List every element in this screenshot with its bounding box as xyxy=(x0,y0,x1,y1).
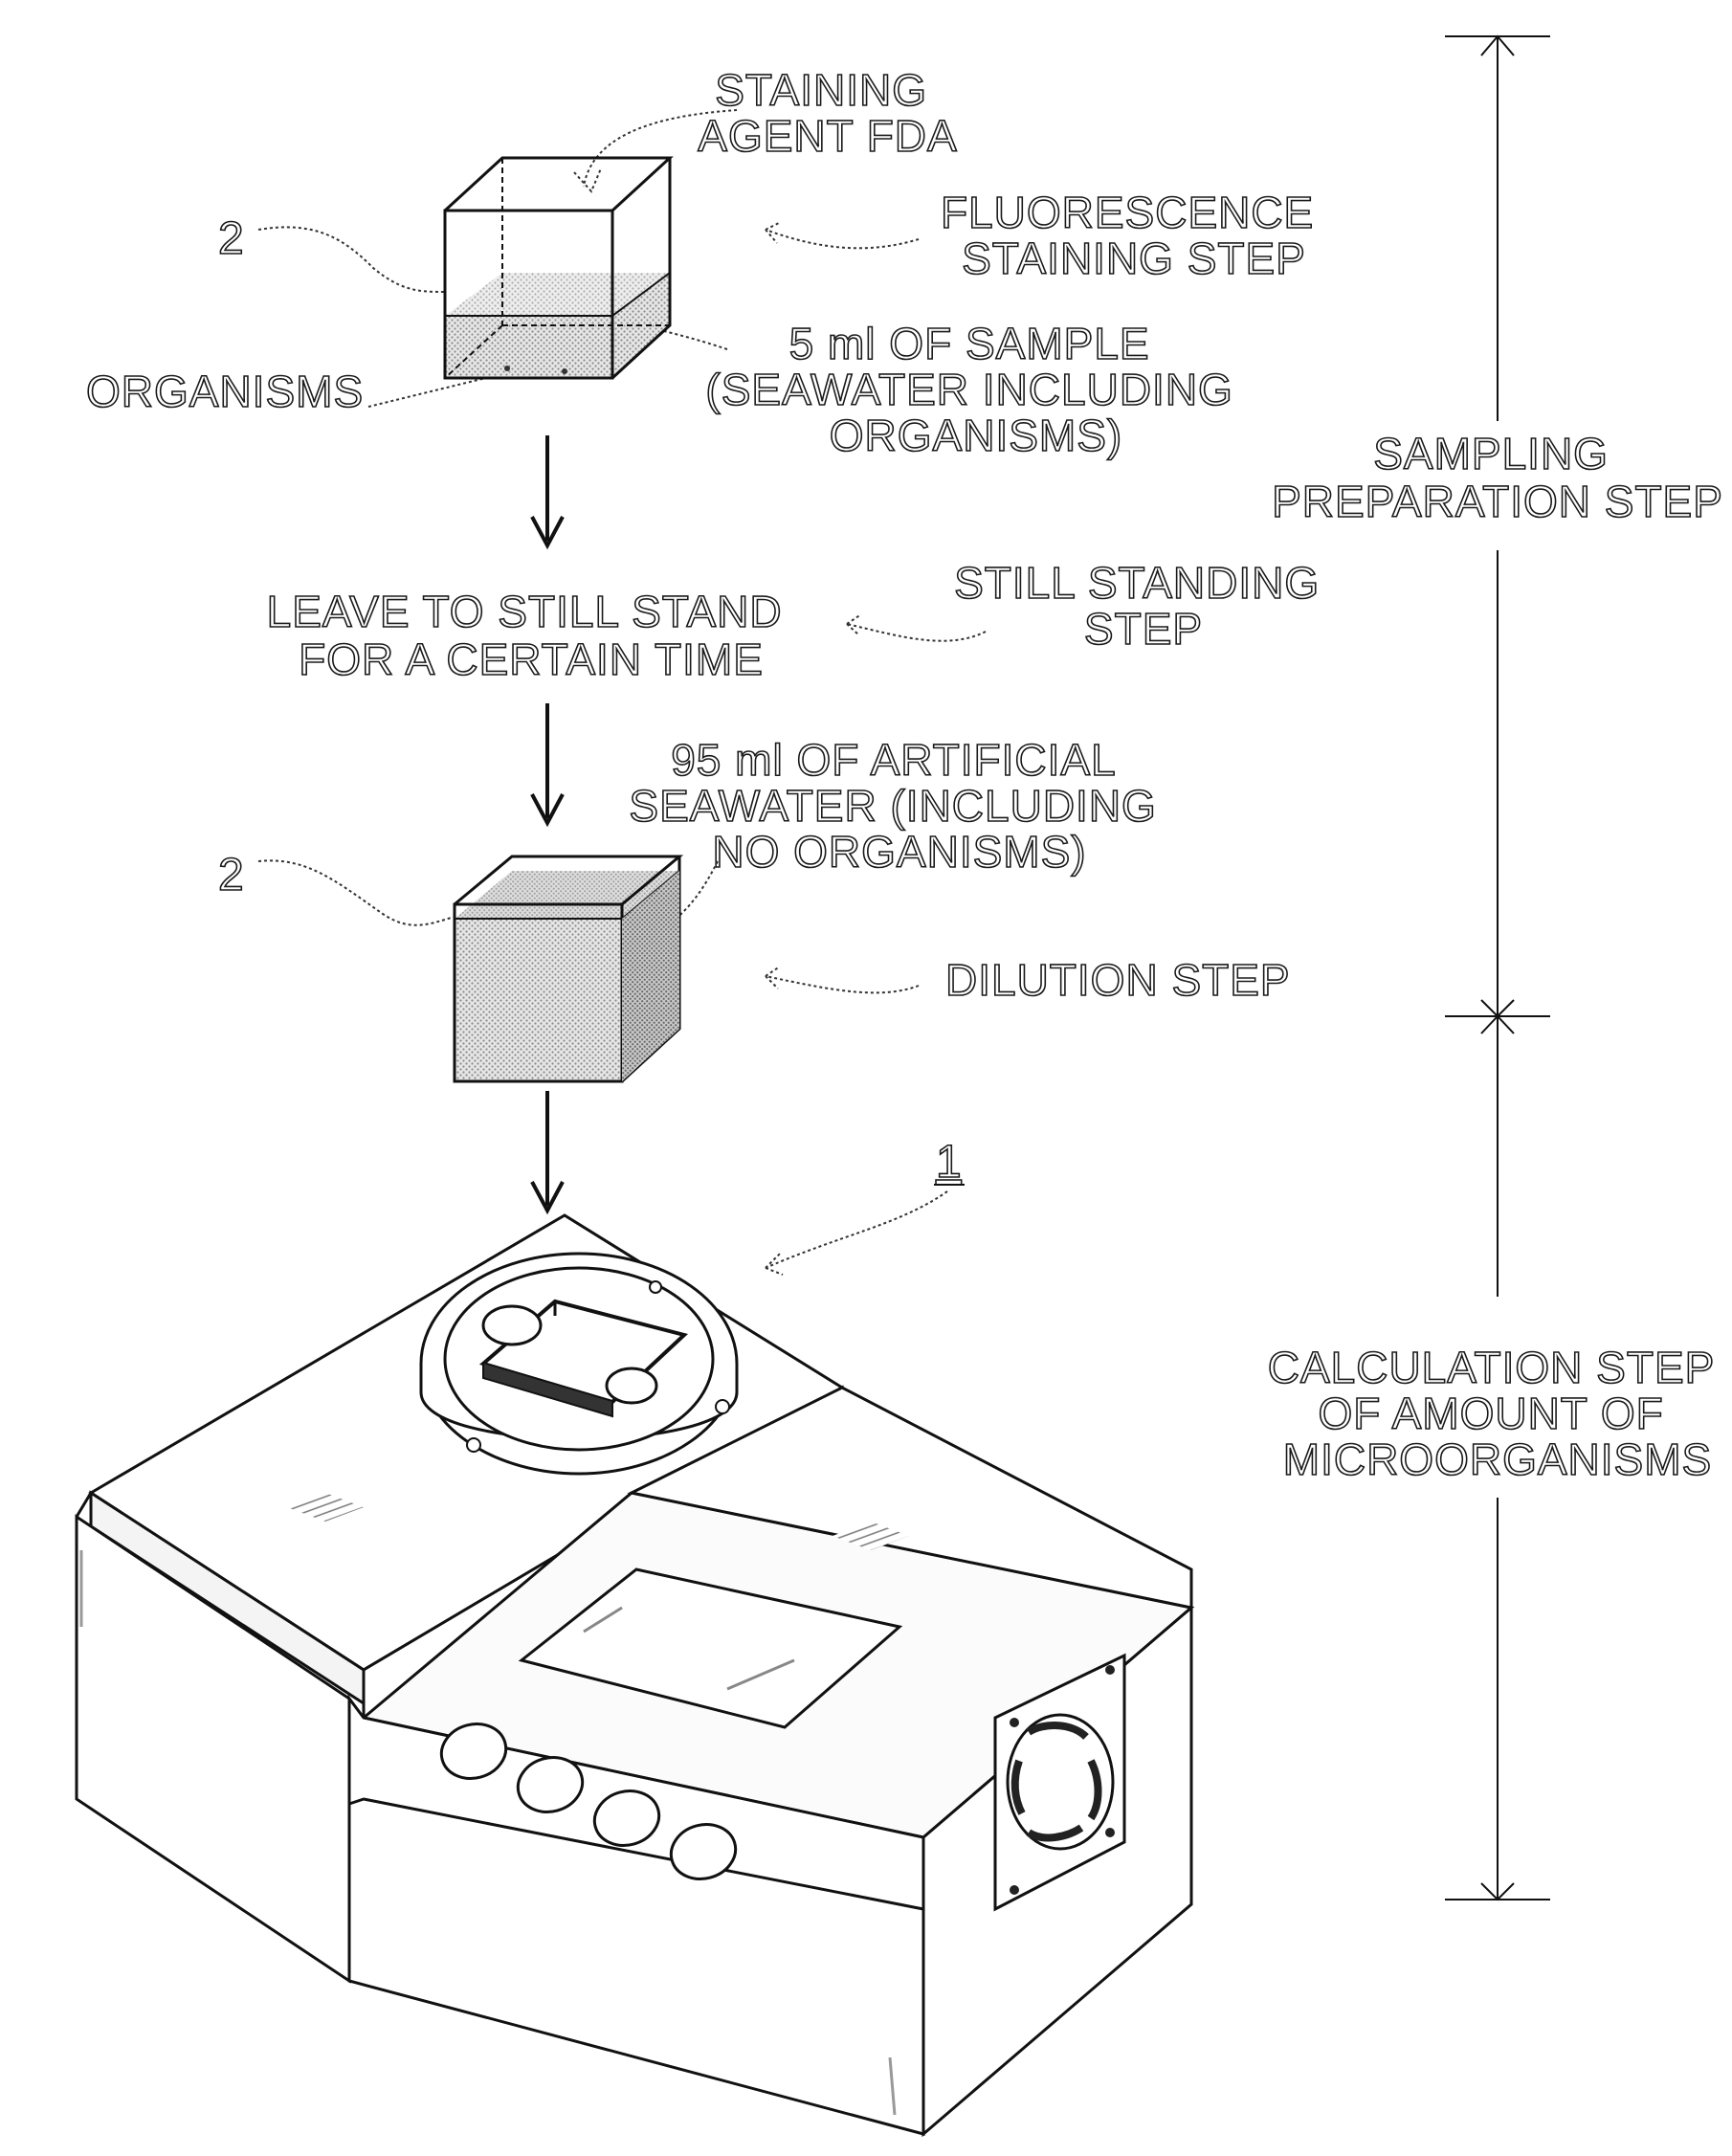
ref-numeral-container-top: 2 xyxy=(218,213,244,264)
measurement-device xyxy=(77,1215,1191,2134)
leave-still-label: LEAVE TO STILL STAND FOR A CERTAIN TIME xyxy=(267,587,796,684)
ref-numeral-device: 1 xyxy=(936,1137,962,1188)
calculation-step-label: CALCULATION STEP OF AMOUNT OF MICROORGAN… xyxy=(1268,1343,1728,1484)
organisms-label: ORGANISMS xyxy=(86,367,364,416)
artificial-seawater-label: 95 ml OF ARTIFICIAL SEAWATER (INCLUDING … xyxy=(629,735,1169,877)
dilution-step-label: DILUTION STEP xyxy=(945,955,1291,1005)
flow-arrows xyxy=(532,435,563,1211)
ref-numeral-container-bottom: 2 xyxy=(218,850,244,900)
still-standing-step-label: STILL STANDING STEP xyxy=(954,558,1333,654)
staining-container xyxy=(445,158,670,378)
sampling-preparation-label: SAMPLING PREPARATION STEP xyxy=(1272,429,1723,526)
staining-agent-label: STAINING AGENT FDA xyxy=(698,65,957,161)
diluted-container xyxy=(455,856,679,1081)
fluorescence-step-label: FLUORESCENCE STAINING STEP xyxy=(941,188,1327,283)
sample-label: 5 ml OF SAMPLE (SEAWATER INCLUDING ORGAN… xyxy=(705,319,1246,460)
sampling-preparation-bracket xyxy=(1445,36,1550,1016)
